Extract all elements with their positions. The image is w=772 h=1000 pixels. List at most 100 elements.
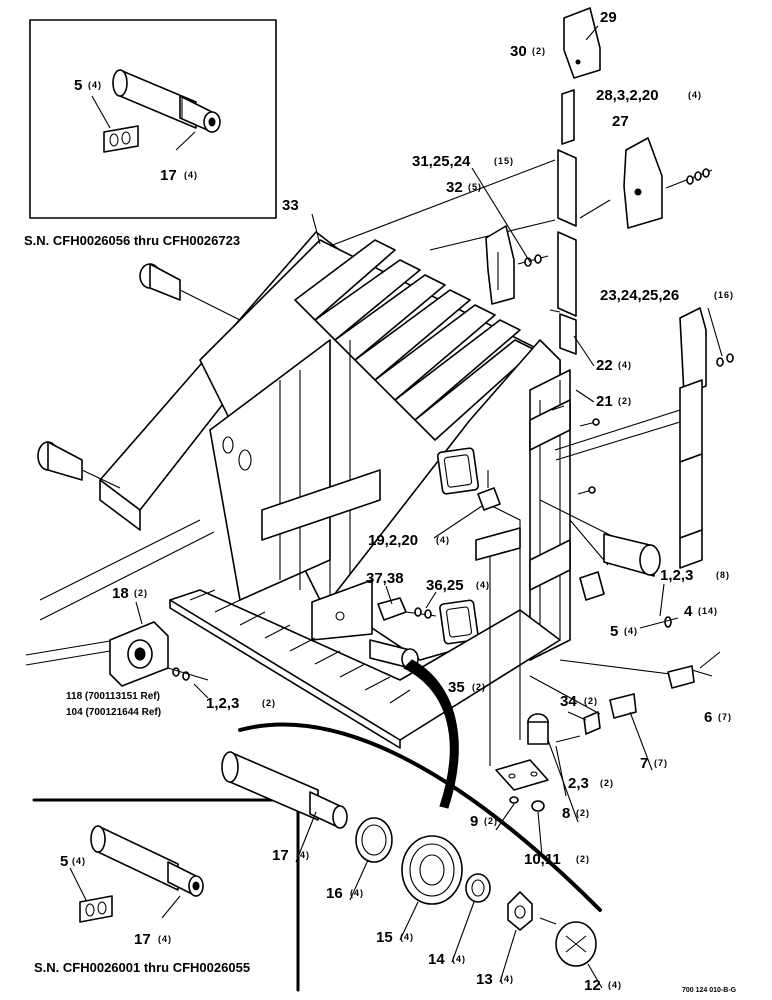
exploded-bracket-arc [238, 722, 602, 912]
labels: 5 (4) 17 (4) S.N. CFH0026056 thru CFH002… [24, 9, 737, 994]
inset-top [29, 19, 277, 219]
callout-4: 4 [684, 603, 693, 620]
callout-30-qty: (2) [532, 46, 546, 56]
callout-14-qty: (4) [452, 954, 466, 964]
callout-23-qty: (16) [714, 290, 734, 300]
callout-2-3-qty: (2) [600, 778, 614, 788]
serial-bottom: S.N. CFH0026001 thru CFH0026055 [34, 960, 250, 975]
qty-inset-top-17: (4) [184, 170, 198, 180]
callout-1-2-3-2-qty: (2) [262, 698, 276, 708]
part-32-bracket [485, 225, 515, 305]
callout-35: 35 [448, 679, 465, 696]
callout-15: 15 [376, 929, 393, 946]
callout-9: 9 [470, 813, 478, 830]
label-inset-bottom-5: 5 [60, 853, 68, 870]
callout-28-3-2-20: 28,3,2,20 [596, 87, 659, 104]
drawing-code: 700 124 010-B-G [682, 987, 737, 994]
callout-9-qty: (2) [484, 816, 498, 826]
callout-33: 33 [282, 197, 299, 214]
part-29-bracket [563, 7, 601, 79]
part-19-bracket [477, 487, 501, 511]
right-side-plate [329, 339, 561, 661]
callout-17-qty: (4) [296, 850, 310, 860]
callout-2-3: 2,3 [568, 775, 589, 792]
callout-12: 12 [584, 977, 601, 994]
reference-104: 104 (700121644 Ref) [66, 707, 161, 718]
callout-4-qty: (14) [698, 606, 718, 616]
inset-top-plate [91, 95, 196, 153]
callout-12-qty: (4) [608, 980, 622, 990]
callout-19-2-20: 19,2,20 [368, 532, 418, 549]
leader-lines [25, 159, 687, 766]
callout-8: 8 [562, 805, 570, 822]
label-inset-top-5: 5 [74, 77, 82, 94]
callout-28-qty: (4) [688, 90, 702, 100]
callout-16: 16 [326, 885, 343, 902]
callout-34: 34 [560, 693, 577, 710]
callout-8-qty: (2) [576, 808, 590, 818]
callout-32: 32 [446, 179, 463, 196]
callout-36-qty: (4) [476, 580, 490, 590]
part-10-nut [531, 800, 545, 812]
callout-31-qty: (15) [494, 156, 514, 166]
fins [294, 239, 536, 441]
part-27-cover [623, 137, 663, 229]
callout-18: 18 [112, 585, 129, 602]
callout-7: 7 [640, 755, 648, 772]
callout-32-qty: (5) [468, 182, 482, 192]
callout-34-qty: (2) [584, 696, 598, 706]
callout-29: 29 [600, 9, 617, 26]
part-30-strip [561, 89, 575, 145]
callout-21: 21 [596, 393, 613, 410]
callout-6: 6 [704, 709, 712, 726]
part-31-channel [557, 149, 577, 227]
callout-6-qty: (7) [718, 712, 732, 722]
callout-15-qty: (4) [400, 932, 414, 942]
part-23-channel [679, 307, 707, 395]
part-15-roller [401, 835, 463, 905]
inset-top-frame [29, 19, 277, 219]
part-14-washer [465, 873, 491, 903]
reference-118: 118 (700113151 Ref) [66, 691, 160, 702]
callout-10-11: 10,11 [524, 851, 561, 868]
callout-35-qty: (2) [472, 682, 486, 692]
callout-17: 17 [272, 847, 289, 864]
upper-right-parts [485, 7, 734, 569]
callout-5: 5 [610, 623, 618, 640]
callout-36-25: 36,25 [426, 577, 464, 594]
center-bolts [369, 597, 437, 670]
callout-14: 14 [428, 951, 445, 968]
part-18-flange [109, 621, 209, 687]
callout-13: 13 [476, 971, 493, 988]
main-frame-assembly [99, 231, 571, 749]
part-16-bearing [355, 817, 393, 863]
window-upper [436, 447, 480, 495]
callout-1-2-3-8-qty: (8) [716, 570, 730, 580]
right-small-parts [475, 470, 721, 719]
callout-18-qty: (2) [134, 588, 148, 598]
left-knobs [37, 263, 241, 489]
inset-top-shaft [112, 69, 221, 133]
callout-22: 22 [596, 357, 613, 374]
part-9-plate [495, 759, 549, 791]
callout-30: 30 [510, 43, 527, 60]
label-inset-bottom-17: 17 [134, 931, 151, 948]
callout-27: 27 [612, 113, 629, 130]
callout-10-11-qty: (2) [576, 854, 590, 864]
callout-7-qty: (7) [654, 758, 668, 768]
label-inset-top-17: 17 [160, 167, 177, 184]
callout-19-qty: (4) [436, 535, 450, 545]
serial-top: S.N. CFH0026056 thru CFH0026723 [24, 233, 240, 248]
qty-inset-bottom-5: (4) [72, 856, 86, 866]
callout-23-24-25-26: 23,24,25,26 [600, 287, 679, 304]
callout-1-2-3-8: 1,2,3 [660, 567, 693, 584]
callout-16-qty: (4) [350, 888, 364, 898]
callout-21-qty: (2) [618, 396, 632, 406]
callout-13-qty: (4) [500, 974, 514, 984]
label-leaders [135, 25, 723, 989]
callout-1-2-3-2: 1,2,3 [206, 695, 239, 712]
screws [551, 405, 600, 495]
callout-5-qty: (4) [624, 626, 638, 636]
qty-inset-top-5: (4) [88, 80, 102, 90]
